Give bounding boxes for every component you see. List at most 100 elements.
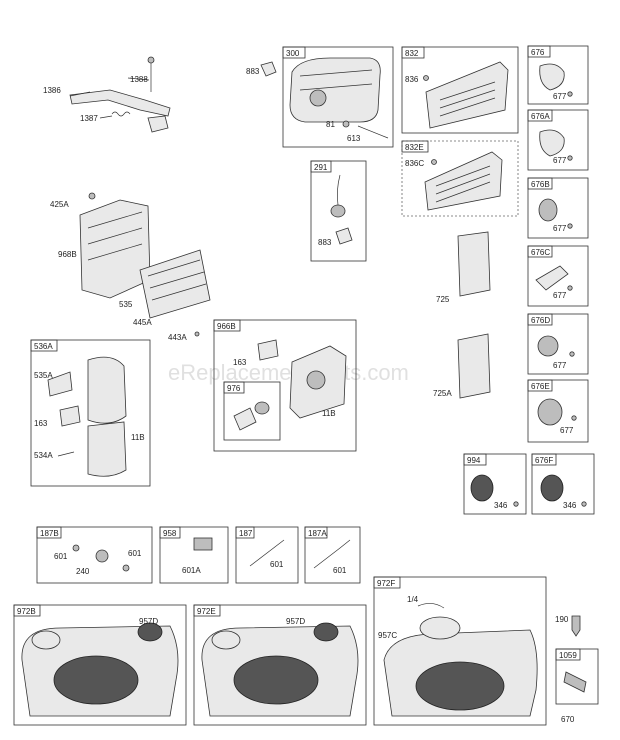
label-535: 535 <box>119 300 133 309</box>
label-quarter-turn: 1/4 <box>407 595 419 604</box>
label-163-b: 163 <box>233 358 247 367</box>
label-677-c: 677 <box>553 224 567 233</box>
deflector-box-676a: 676A 677 <box>527 109 589 171</box>
blower-box-972f: 972F 1/4 957C <box>373 576 547 726</box>
label-670: 670 <box>561 715 575 724</box>
label-677-f: 677 <box>560 426 574 435</box>
tag-676: 676 <box>531 48 545 57</box>
label-957d-a: 957D <box>139 617 158 626</box>
deflector-676b <box>538 198 558 222</box>
tank-box-536a: 536A 535A 163 534A 11B <box>30 339 151 487</box>
fill-neck <box>31 630 61 650</box>
label-534a: 534A <box>34 451 53 460</box>
bolt-613 <box>357 125 389 139</box>
tag-958: 958 <box>163 529 177 538</box>
primer-line <box>336 174 341 206</box>
deflector-676e <box>537 398 563 426</box>
carburetor-box-966b: 966B 163 11B 976 <box>213 319 357 452</box>
label-11b-b: 11B <box>322 409 336 418</box>
air-cleaner-group: 425A 968B 535 445A 443A <box>50 192 211 342</box>
tag-536a: 536A <box>34 342 53 351</box>
deflector-676 <box>539 63 565 91</box>
fuel-line-187 <box>249 539 285 567</box>
tag-972e: 972E <box>197 607 216 616</box>
throttle-bracket <box>69 89 171 117</box>
deflector-box-676c: 676C 677 <box>527 245 589 307</box>
clamp-601-b <box>122 564 130 572</box>
tag-972f: 972F <box>377 579 395 588</box>
screw-836c <box>431 159 437 165</box>
gasket-883-b <box>335 227 353 245</box>
fuel-cap-957c <box>419 616 461 640</box>
label-346-b: 346 <box>563 501 577 510</box>
fitting-box-958: 958 601A <box>159 526 229 584</box>
fuel-cap-957d <box>137 622 163 642</box>
screw-head <box>147 56 155 64</box>
label-445a: 445A <box>133 318 152 327</box>
fitting-190 <box>571 615 581 637</box>
label-677-b: 677 <box>553 156 567 165</box>
drain-box-1059: 1059 <box>555 648 599 705</box>
deflector-box-676: 676 677 <box>527 45 589 105</box>
gasket-883 <box>260 61 277 77</box>
tag-966b: 966B <box>217 322 236 331</box>
tag-676f: 676F <box>535 456 553 465</box>
tag-972b: 972B <box>17 607 36 616</box>
deflector-box-676f: 676F 346 <box>531 453 595 515</box>
label-1386: 1386 <box>43 86 61 95</box>
deflector-box-676d: 676D 677 <box>527 313 589 375</box>
label-601-e: 601 <box>333 566 347 575</box>
tag-676c: 676C <box>531 248 550 257</box>
tag-291: 291 <box>314 163 328 172</box>
deflector-box-676b: 676B 677 <box>527 177 589 239</box>
fuel-filter <box>233 407 257 431</box>
label-1387: 1387 <box>80 114 98 123</box>
label-613: 613 <box>347 134 361 143</box>
nut-81 <box>342 120 350 128</box>
drain-plug <box>563 671 587 693</box>
tag-976: 976 <box>227 384 241 393</box>
gasket-725a <box>457 333 491 399</box>
guard-box-832: 832 836 <box>401 46 519 134</box>
gasket-163-b <box>257 339 279 361</box>
muffler-guard-e <box>424 151 503 211</box>
muffler-box-300: 300 81 613 <box>282 46 394 148</box>
label-725: 725 <box>436 295 450 304</box>
label-1388: 1388 <box>130 75 148 84</box>
label-601-b: 601 <box>128 549 142 558</box>
label-346-a: 346 <box>494 501 508 510</box>
deflector-676c <box>535 265 569 291</box>
label-677-e: 677 <box>553 361 567 370</box>
watermark: eReplacementParts.com <box>168 360 409 385</box>
label-443a: 443A <box>168 333 187 342</box>
fuel-line-187a <box>313 539 351 569</box>
tag-676a: 676A <box>531 112 550 121</box>
label-240: 240 <box>76 567 90 576</box>
deflector-676f <box>540 474 564 502</box>
fuel-tank-lower <box>87 421 127 477</box>
label-677-d: 677 <box>553 291 567 300</box>
air-cleaner-base <box>79 199 151 299</box>
valve-958 <box>193 537 213 551</box>
screw-534a <box>57 451 75 457</box>
label-601-a: 601 <box>54 552 68 561</box>
label-836: 836 <box>405 75 419 84</box>
gasket-725 <box>457 231 491 297</box>
label-968b: 968B <box>58 250 77 259</box>
label-190: 190 <box>555 615 569 624</box>
bracket-tab <box>147 115 169 133</box>
arrow-rotate <box>417 603 445 609</box>
gasket-535a <box>47 371 73 397</box>
tag-300: 300 <box>286 49 300 58</box>
deflector-994 <box>470 474 494 502</box>
carb-throat <box>306 370 326 390</box>
throttle-bracket-group: 1386 1388 1387 <box>43 56 171 133</box>
label-677-a: 677 <box>553 92 567 101</box>
screw-677 <box>567 91 573 97</box>
tag-187: 187 <box>239 529 253 538</box>
label-535a: 535A <box>34 371 53 380</box>
deflector-676d <box>537 335 559 357</box>
clamp-601-a <box>72 544 80 552</box>
label-836c: 836C <box>405 159 424 168</box>
